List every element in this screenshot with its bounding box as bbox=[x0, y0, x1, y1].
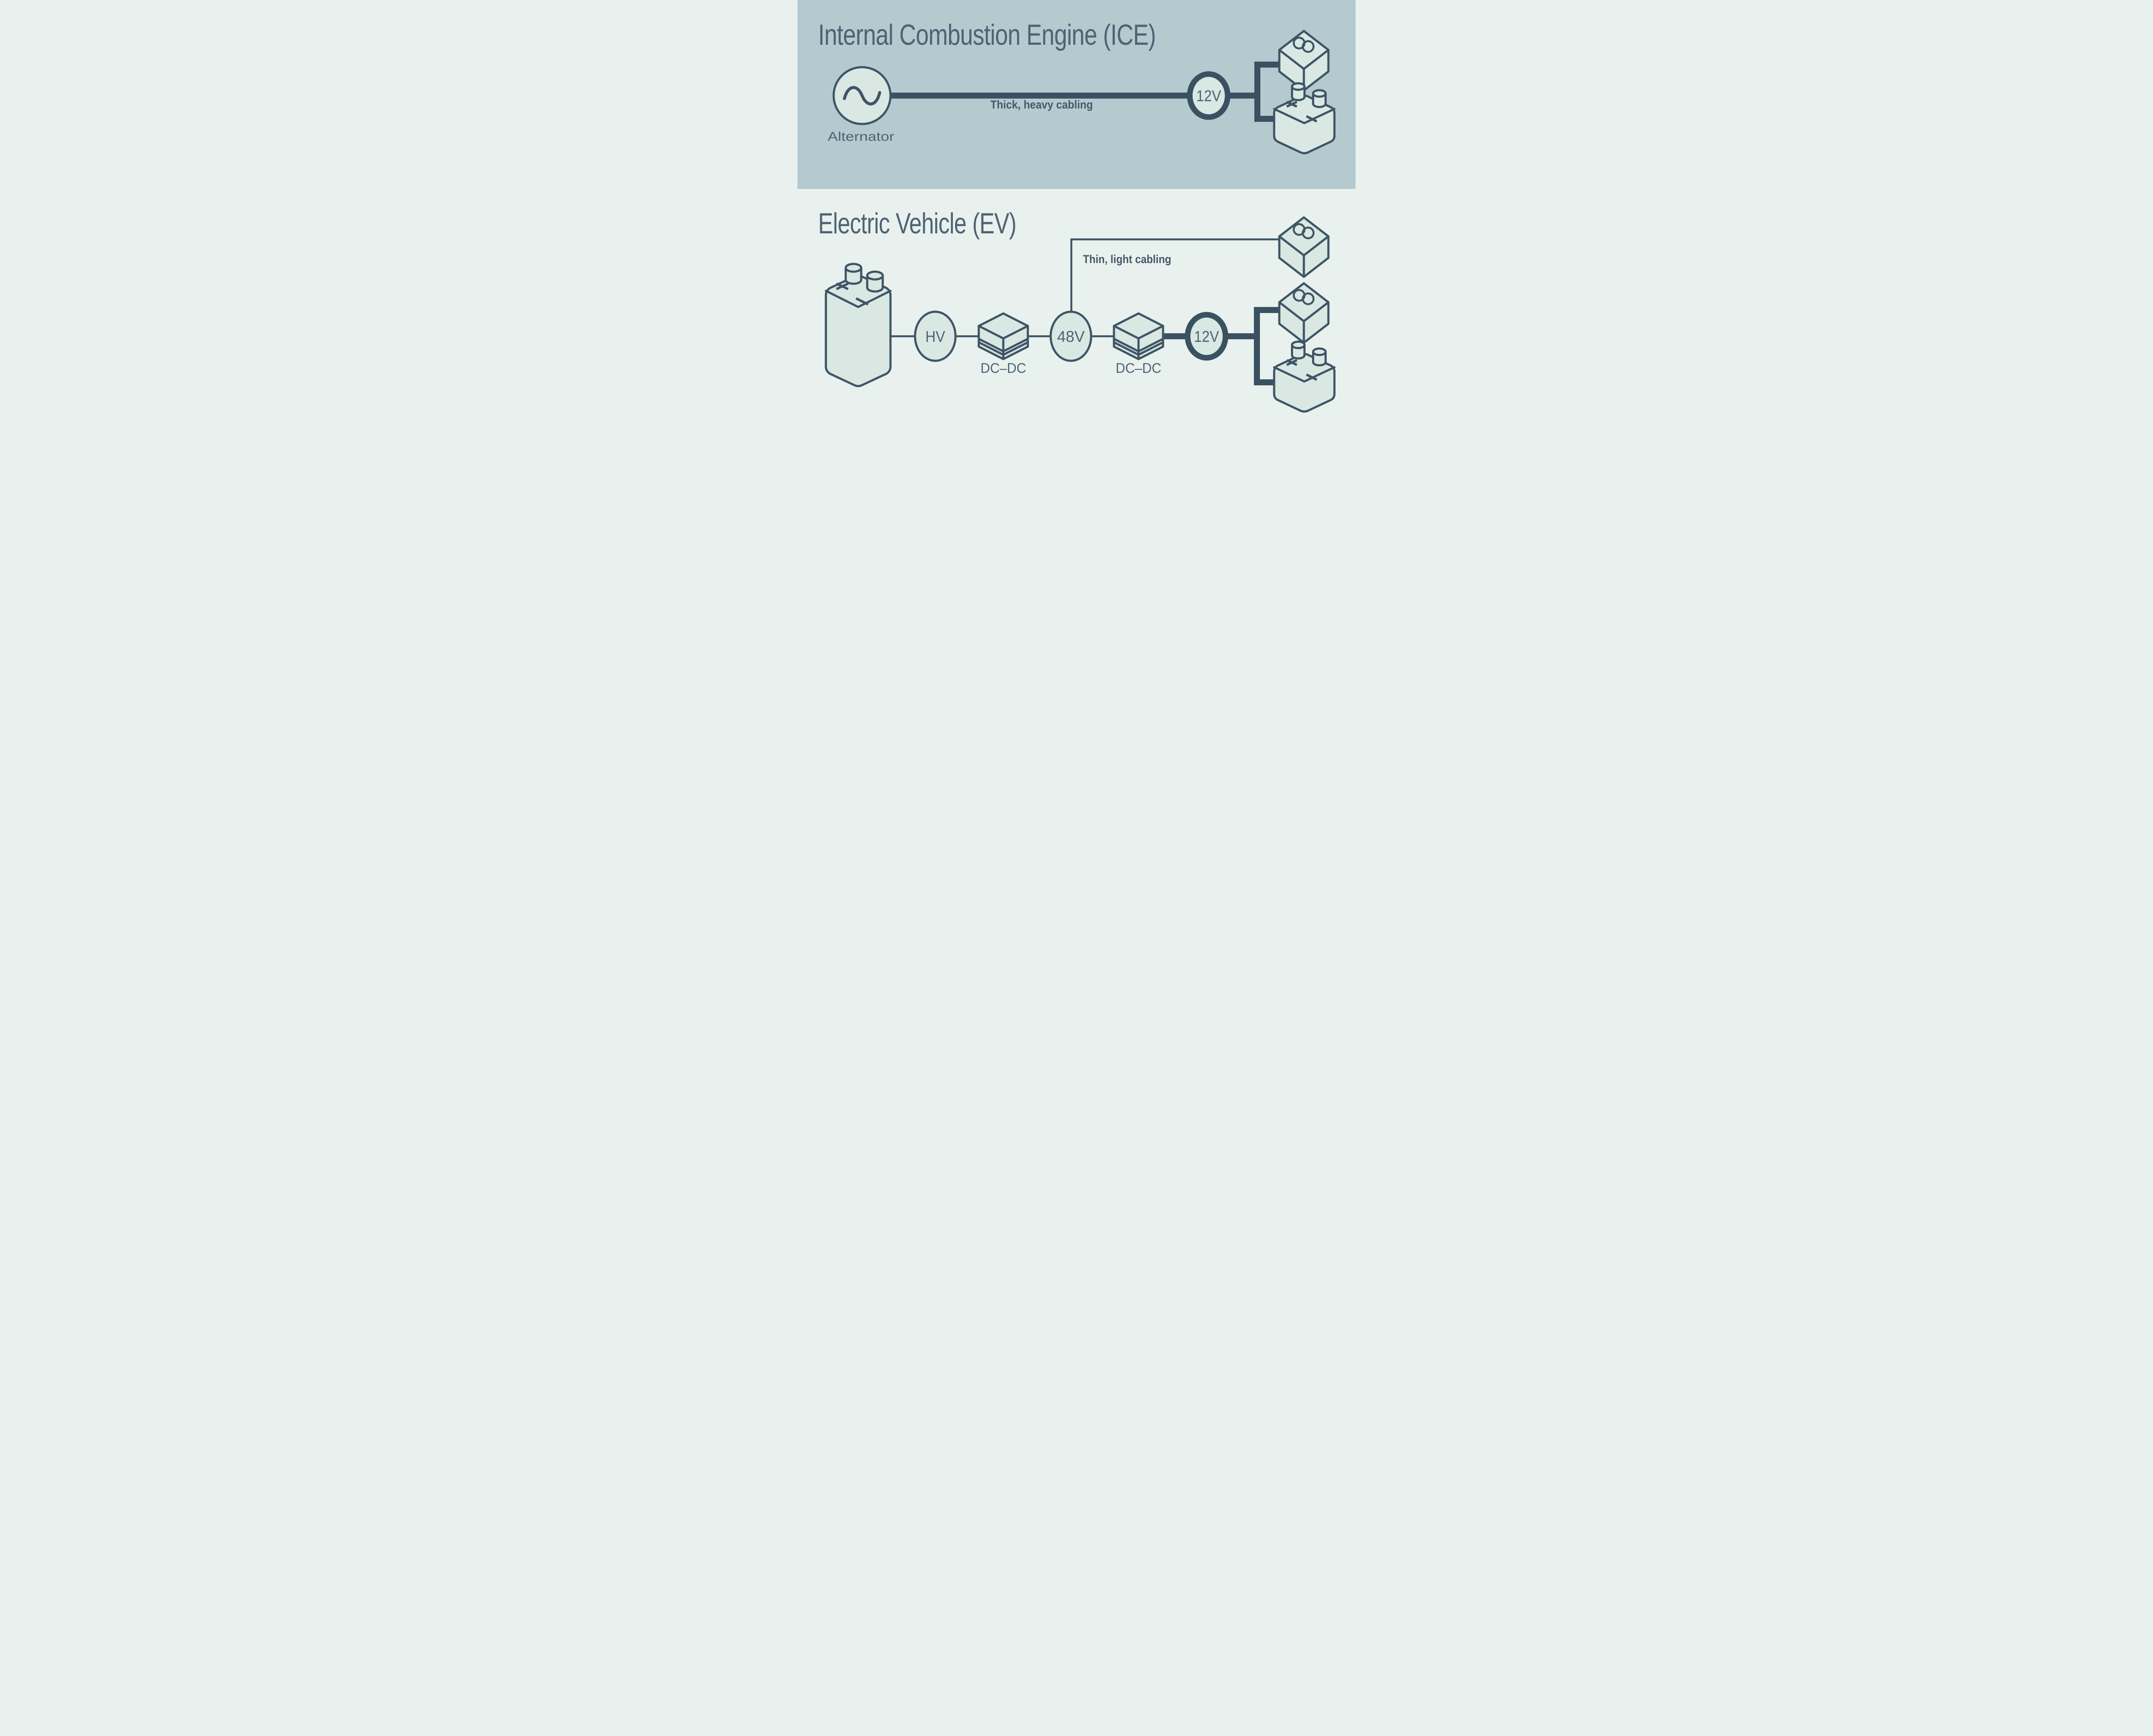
battery-body bbox=[825, 274, 892, 388]
battery-terminal-top bbox=[844, 263, 862, 273]
ev-12v-badge-label: 12V bbox=[1194, 328, 1219, 345]
alternator-label: Alternator bbox=[828, 130, 894, 144]
ice-12v-badge-label: 12V bbox=[1196, 87, 1221, 105]
battery-terminal-top bbox=[866, 270, 884, 281]
ice-vs-ev-wiring-diagram: 12V Internal Combustion Engine (ICE) Alt… bbox=[797, 0, 1356, 434]
ev-hv-badge-label: HV bbox=[925, 328, 945, 345]
ev-12v-badge bbox=[1185, 312, 1229, 361]
plus-mark-icon bbox=[836, 282, 849, 290]
ev-48v-badge bbox=[1049, 310, 1092, 362]
ev-cable-note: Thin, light cabling bbox=[1083, 253, 1171, 266]
ice-cable-note: Thick, heavy cabling bbox=[990, 98, 1093, 111]
diagram-page: 12V Internal Combustion Engine (ICE) Alt… bbox=[797, 0, 1356, 434]
dcdc1-label: DC–DC bbox=[980, 360, 1026, 376]
ev-thin-riser-cable bbox=[1070, 238, 1280, 313]
minus-mark-icon bbox=[855, 297, 869, 306]
ice-section-title: Internal Combustion Engine (ICE) bbox=[818, 19, 1156, 51]
ev-traction-battery bbox=[825, 263, 892, 388]
ice-12v-badge bbox=[1187, 71, 1231, 120]
sine-wave-icon bbox=[843, 86, 881, 105]
battery-top-edge bbox=[825, 290, 892, 308]
ev-hv-badge bbox=[914, 310, 957, 362]
ev-48v-badge-label: 48V bbox=[1057, 328, 1085, 345]
dcdc2-label: DC–DC bbox=[1116, 360, 1161, 376]
ev-section-title: Electric Vehicle (EV) bbox=[818, 207, 1016, 240]
